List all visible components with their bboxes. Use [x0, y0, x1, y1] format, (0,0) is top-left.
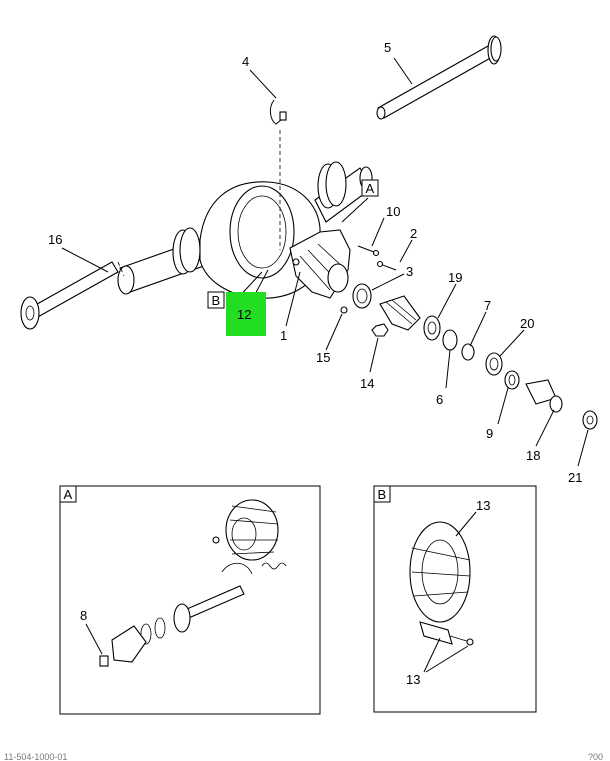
shim-7: [461, 343, 475, 361]
axle-shaft-5: [376, 35, 502, 120]
callout-6: 6: [436, 392, 443, 407]
callout-1: 1: [280, 328, 287, 343]
callout-labels: 4 5 16 10 2 3 19 7 20 1 15 14 6 9 18 21: [48, 40, 582, 485]
bearing-20: [485, 352, 503, 376]
callout-13-ring: 13: [476, 498, 490, 513]
bearing-cup-3: [352, 283, 372, 309]
washer-15: [340, 306, 348, 314]
breather-4: [269, 99, 287, 125]
inset-view-a: A 8: [59, 485, 321, 715]
inset-b-label: B: [378, 487, 387, 502]
page-marker: ?00: [588, 752, 603, 761]
callout-4: 4: [242, 54, 249, 69]
callout-8: 8: [80, 608, 87, 623]
drive-pinion: [379, 295, 421, 331]
callout-14: 14: [360, 376, 374, 391]
axle-housing: [117, 130, 373, 299]
seal-9: [504, 370, 520, 390]
view-label-b-main: B: [207, 291, 225, 309]
washer-18: [549, 395, 563, 413]
nut-14: [371, 323, 389, 337]
callout-19: 19: [448, 270, 462, 285]
callout-13-pinion: 13: [406, 672, 420, 687]
figure-number: 11-504-1000-01: [4, 752, 67, 761]
callout-12: 12: [237, 307, 251, 322]
highlight-callout-12[interactable]: 12: [226, 292, 266, 336]
leader-lines: [61, 57, 589, 467]
callout-3: 3: [406, 264, 413, 279]
svg-text:A: A: [366, 181, 375, 196]
callout-7: 7: [484, 298, 491, 313]
callout-5: 5: [384, 40, 391, 55]
view-label-a-main: A: [361, 179, 379, 197]
inset-a-label: A: [64, 487, 73, 502]
stud-10: [357, 245, 380, 257]
carrier-assembly-1: [289, 229, 351, 299]
callout-16: 16: [48, 232, 62, 247]
callout-15: 15: [316, 350, 330, 365]
callout-18: 18: [526, 448, 540, 463]
inset-view-b: B 13 13: [373, 485, 537, 713]
callout-9: 9: [486, 426, 493, 441]
callout-20: 20: [520, 316, 534, 331]
callout-2: 2: [410, 226, 417, 241]
spacer-6: [442, 329, 458, 351]
bolt-2: [376, 260, 397, 271]
svg-text:B: B: [212, 293, 221, 308]
nut-21: [582, 410, 598, 430]
callout-21: 21: [568, 470, 582, 485]
callout-10: 10: [386, 204, 400, 219]
axle-shaft-16: [20, 261, 125, 330]
bearing-19: [423, 315, 441, 341]
